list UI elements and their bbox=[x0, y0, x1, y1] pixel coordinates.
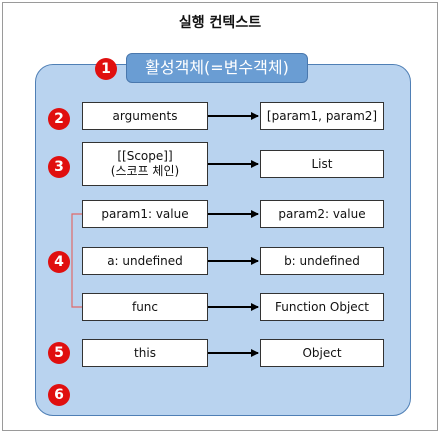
arguments-value-box: [param1, param2] bbox=[260, 102, 384, 130]
this-object-box: Object bbox=[260, 339, 384, 367]
diagram-title: 실행 컨텍스트 bbox=[178, 15, 262, 31]
badge-5: 5 bbox=[48, 342, 70, 364]
scope-chain-label: (스코프 체인) bbox=[110, 164, 180, 178]
arguments-box: arguments bbox=[82, 102, 208, 130]
this-box: this bbox=[82, 339, 208, 367]
badge-2: 2 bbox=[48, 108, 70, 130]
function-object-box: Function Object bbox=[260, 293, 384, 321]
var-b-box: b: undefined bbox=[260, 247, 384, 275]
scope-chain-box: [[Scope]] (스코프 체인) bbox=[82, 142, 208, 186]
badge-4: 4 bbox=[48, 251, 70, 273]
param1-box: param1: value bbox=[82, 200, 208, 228]
scope-label: [[Scope]] bbox=[117, 149, 173, 163]
param2-box: param2: value bbox=[260, 200, 384, 228]
func-box: func bbox=[82, 293, 208, 321]
badge-3: 3 bbox=[48, 156, 70, 178]
activation-object-header: 활성객체(=변수객체) bbox=[126, 53, 308, 83]
badge-6: 6 bbox=[48, 384, 70, 406]
var-a-box: a: undefined bbox=[82, 247, 208, 275]
scope-list-box: List bbox=[260, 150, 384, 178]
badge-1: 1 bbox=[95, 58, 117, 80]
